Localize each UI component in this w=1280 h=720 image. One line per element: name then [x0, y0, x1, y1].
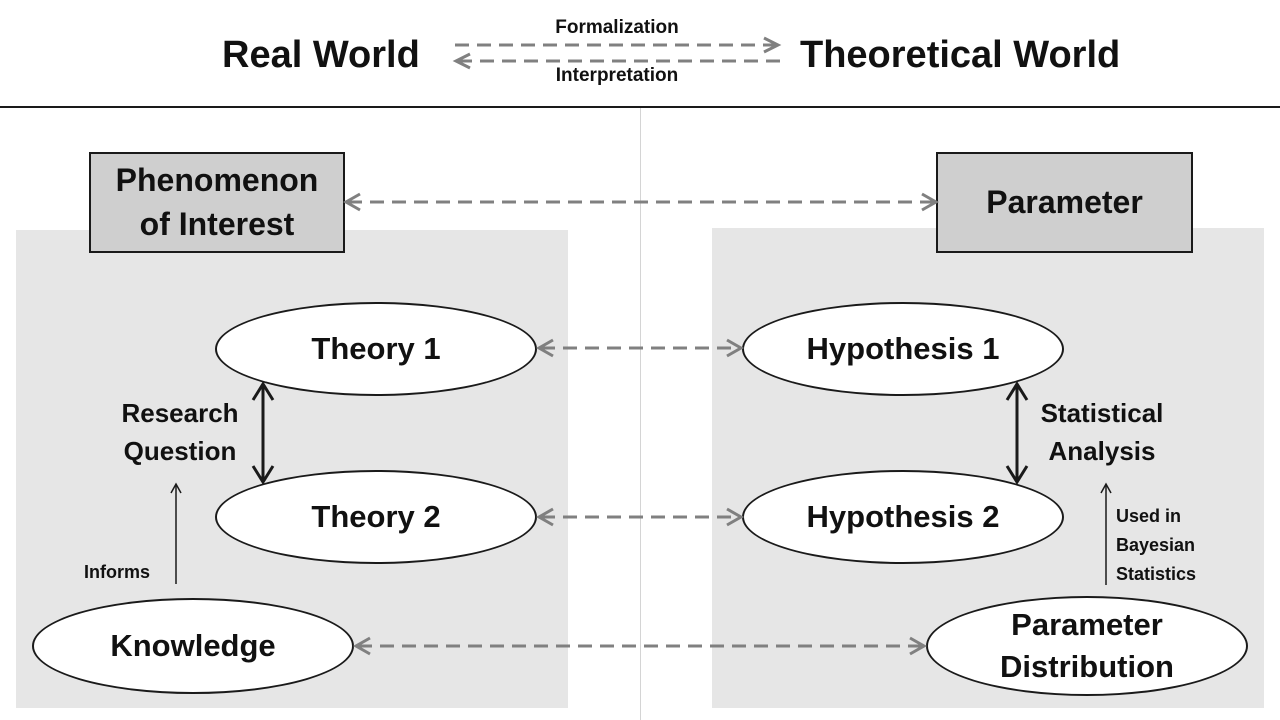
used-in-line-1: Used in: [1116, 506, 1182, 526]
used-in-line-2: Bayesian: [1116, 534, 1196, 555]
parameter-distribution-line-2: Distribution: [1000, 649, 1174, 684]
center-divider: [640, 108, 641, 720]
theory-2-node: Theory 2: [215, 470, 537, 564]
used-in-line-3: Statistics: [1116, 563, 1197, 584]
informs-label: Informs: [84, 562, 151, 582]
hypothesis-1-label: Hypothesis 1: [806, 331, 1000, 367]
research-question-label: Research Question: [100, 395, 260, 470]
theory-1-node: Theory 1: [215, 302, 537, 396]
arrowhead: [342, 192, 361, 212]
interpretation-label: Interpretation: [555, 65, 679, 86]
arrowhead: [921, 192, 940, 212]
header-divider: [0, 106, 1280, 108]
theory-1-label: Theory 1: [311, 331, 441, 367]
theoretical-world-title: Theoretical World: [800, 34, 1121, 76]
statistical-analysis-line-1: Statistical: [1040, 398, 1164, 428]
hypothesis-2-node: Hypothesis 2: [742, 470, 1064, 564]
parameter-distribution-node: Parameter Distribution: [926, 596, 1248, 696]
hypothesis-2-label: Hypothesis 2: [806, 499, 1000, 535]
theory-2-label: Theory 2: [311, 499, 441, 535]
statistical-analysis-line-2: Analysis: [1048, 435, 1156, 466]
formalization-label: Formalization: [555, 17, 679, 38]
knowledge-node: Knowledge: [32, 598, 354, 694]
formalization-arrowhead: [763, 36, 782, 54]
parameter-label: Parameter: [986, 183, 1143, 220]
statistical-analysis-label: Statistical Analysis: [1022, 395, 1182, 470]
phenomenon-line-2: of Interest: [139, 205, 295, 242]
interpretation-arrowhead: [452, 52, 471, 70]
knowledge-label: Knowledge: [110, 628, 276, 664]
phenomenon-line-1: Phenomenon: [115, 162, 319, 199]
parameter-box: Parameter: [936, 152, 1193, 253]
phenomenon-of-interest-box: Phenomenon of Interest: [89, 152, 345, 253]
hypothesis-1-node: Hypothesis 1: [742, 302, 1064, 396]
used-in-bayesian-statistics-label: Used in Bayesian Statistics: [1116, 502, 1196, 588]
research-question-line-2: Question: [123, 435, 237, 466]
research-question-line-1: Research: [121, 398, 239, 428]
parameter-distribution-line-1: Parameter: [1011, 607, 1163, 643]
real-world-title: Real World: [222, 34, 420, 76]
